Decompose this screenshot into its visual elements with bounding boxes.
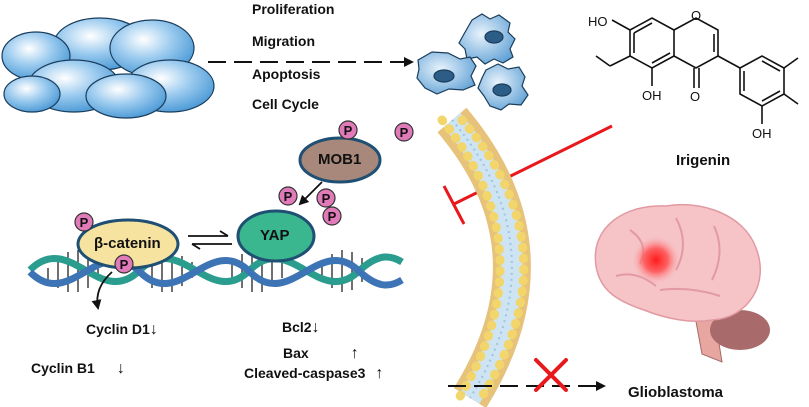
irigenin-label: Irigenin — [676, 152, 731, 169]
phospho-label: P — [80, 215, 89, 230]
phospho-group: P — [322, 206, 342, 226]
cleaved-caspase3-text: Cleaved-caspase3 — [244, 365, 366, 381]
up-arrow-icon: ↑ — [350, 345, 359, 362]
apoptotic-cells — [416, 13, 529, 111]
phospho-label: P — [284, 189, 293, 204]
bax-text: Bax — [283, 345, 309, 361]
dna-helix — [27, 250, 404, 292]
phospho-label: P — [344, 123, 353, 138]
phospho-label: P — [400, 125, 409, 140]
cell-membrane — [437, 107, 531, 407]
label-cyclin-b1: Cyclin B1 ↓ — [31, 360, 125, 378]
label-cell-cycle: Cell Cycle — [252, 96, 319, 112]
label-apoptosis: Apoptosis — [252, 66, 321, 82]
beta-catenin-label: β-catenin — [94, 235, 161, 252]
mob1-protein — [298, 136, 382, 184]
irigenin-oh-left: OH — [642, 88, 662, 103]
yap-label: YAP — [260, 227, 290, 244]
down-arrow-icon: ↓ — [311, 319, 320, 336]
cyclin-b1-text: Cyclin B1 — [31, 360, 95, 376]
cyclin-d1-text: Cyclin D1 — [86, 321, 150, 337]
yap-protein — [236, 209, 316, 263]
irigenin-ho-top: HO — [588, 14, 608, 29]
up-arrow-icon: ↑ — [375, 365, 384, 382]
glioblastoma-label: Glioblastoma — [628, 384, 724, 401]
irigenin-structure — [595, 17, 799, 124]
irigenin-oh-bottom: OH — [752, 126, 772, 141]
blocked-cross-icon — [534, 358, 568, 392]
tumor-spot — [632, 236, 680, 284]
down-arrow-icon: ↓ — [116, 360, 125, 377]
phospho-group: P — [338, 120, 358, 140]
irigenin-atom-labels: HO O O OH OH — [588, 8, 772, 141]
brain-illustration — [594, 203, 770, 363]
bcl2-text: Bcl2 — [282, 319, 312, 335]
label-migration: Migration — [252, 33, 315, 49]
label-cyclin-d1: Cyclin D1↓ — [86, 321, 158, 339]
mob1-to-yap-arrow — [298, 181, 323, 206]
down-arrow-icon: ↓ — [149, 321, 158, 338]
label-cleaved-caspase3: Cleaved-caspase3 ↑ — [244, 365, 383, 383]
phospho-label: P — [322, 191, 331, 206]
phospho-group: P — [114, 254, 134, 274]
glioma-cell-cluster — [1, 17, 215, 119]
phospho-group: P — [74, 212, 94, 232]
label-bcl2: Bcl2↓ — [282, 319, 320, 337]
phospho-group: P — [316, 188, 336, 208]
beta-catenin-to-cyclin-arrow — [91, 271, 113, 310]
phospho-group: P — [278, 186, 298, 206]
reversible-interaction-arrows — [188, 230, 232, 250]
label-proliferation: Proliferation — [252, 1, 335, 17]
irigenin-carbonyl-oxygen: O — [690, 89, 700, 104]
phospho-group: P — [394, 122, 414, 142]
mob1-label: MOB1 — [318, 151, 362, 168]
irigenin-ring-oxygen: O — [691, 8, 701, 23]
label-bax: Bax ↑ — [283, 345, 359, 363]
phospho-label: P — [328, 209, 337, 224]
phospho-label: P — [120, 257, 129, 272]
